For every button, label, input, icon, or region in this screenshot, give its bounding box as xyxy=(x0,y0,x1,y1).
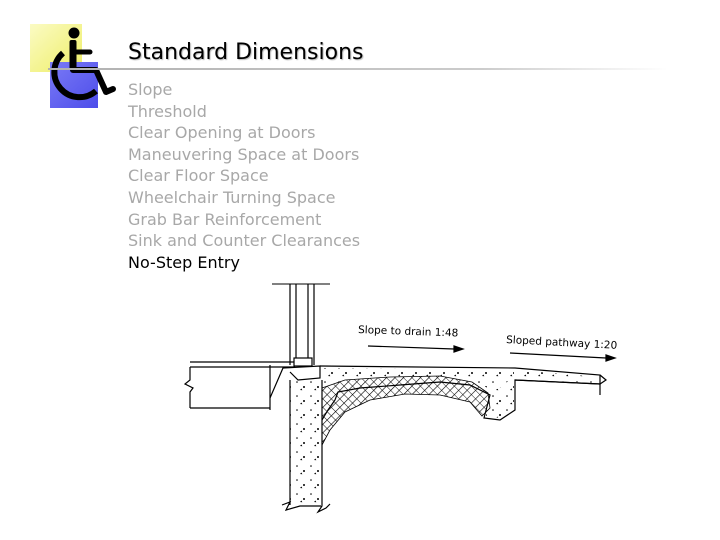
title-divider xyxy=(48,68,668,70)
no-step-entry-diagram: Slope to drain 1:48 Sloped pathway 1:20 xyxy=(183,283,618,514)
topic-item: Sink and Counter Clearances xyxy=(128,231,361,251)
pathway-arrow xyxy=(509,352,607,359)
topic-item: Maneuvering Space at Doors xyxy=(128,144,360,164)
topic-item: Grab Bar Reinforcement xyxy=(128,209,322,229)
topic-item-current: No-Step Entry xyxy=(128,252,240,272)
slope-to-drain-label: Slope to drain 1:48 xyxy=(358,324,459,339)
topic-item: Slope xyxy=(128,80,173,99)
topic-item: Clear Opening at Doors xyxy=(128,123,316,143)
wheelchair-accessibility-icon xyxy=(51,27,116,101)
slope-arrow xyxy=(367,345,455,350)
topic-item: Wheelchair Turning Space xyxy=(128,187,336,207)
topic-item: Clear Floor Space xyxy=(128,166,269,186)
page-title: Standard Dimensions xyxy=(128,40,364,65)
topic-item: Threshold xyxy=(128,101,207,121)
sloped-pathway-label: Sloped pathway 1:20 xyxy=(506,334,618,352)
